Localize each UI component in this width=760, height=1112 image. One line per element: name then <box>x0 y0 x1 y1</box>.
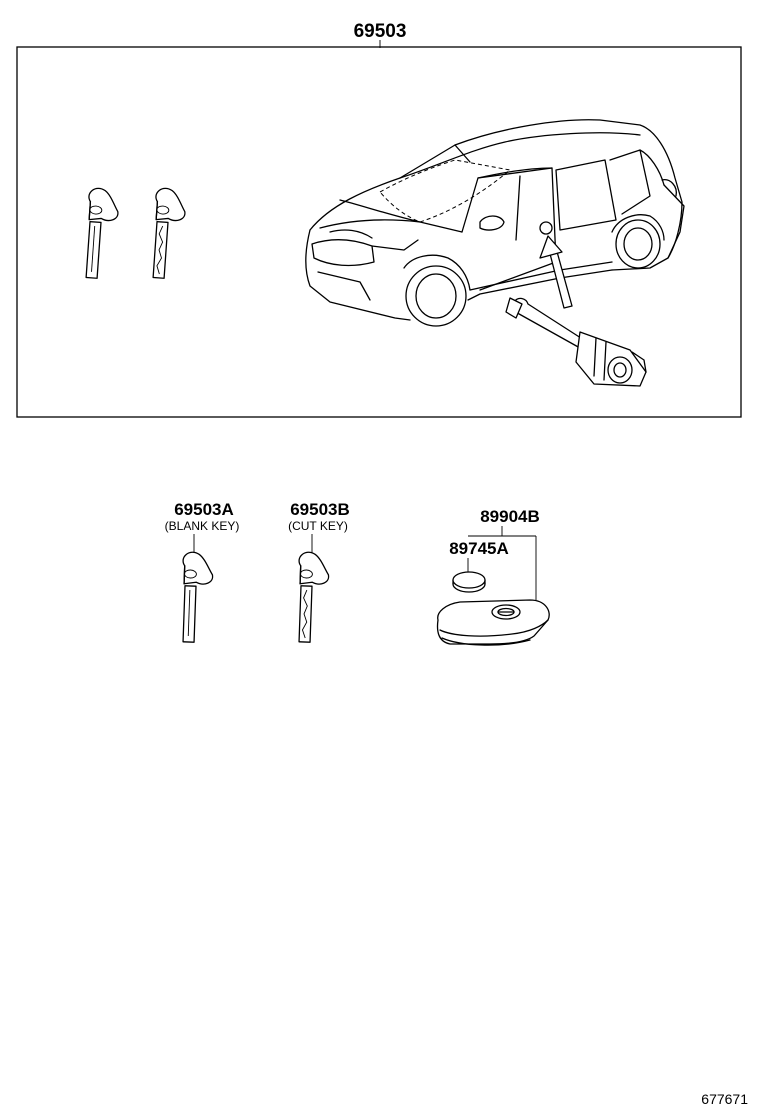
battery-icon <box>452 571 486 593</box>
figure-id: 677671 <box>701 1091 748 1107</box>
key-icon <box>295 551 331 644</box>
key-icon <box>149 187 188 281</box>
cut-key-part-number: 69503B <box>290 500 350 519</box>
transmitter-part-number: 89904B <box>480 507 540 526</box>
blank-key-description: (BLANK KEY) <box>165 519 240 533</box>
key-icon <box>179 551 215 644</box>
assembly-part-number: 69503 <box>354 21 407 42</box>
blank-key-part-number: 69503A <box>174 500 234 519</box>
car-icon <box>305 119 685 327</box>
remote-key-icon <box>436 599 550 646</box>
lock-cylinder-icon <box>505 297 647 387</box>
battery-part-number: 89745A <box>449 539 509 558</box>
cut-key-description: (CUT KEY) <box>288 519 348 533</box>
assembly-frame <box>16 46 742 418</box>
key-icon <box>82 187 121 281</box>
